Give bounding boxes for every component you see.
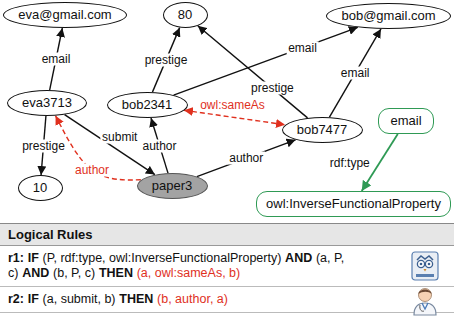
rule-id: r1: (8, 251, 24, 265)
node-text: bob@gmail.com (341, 8, 435, 24)
owl-icon (410, 250, 440, 282)
edge-label: rdf:type (328, 156, 372, 169)
relation-arrow (198, 26, 308, 118)
keyword: IF (28, 251, 39, 265)
property-box: email (378, 108, 434, 134)
edge-label-layer: email prestige email prestige email prestige s… (0, 0, 454, 222)
entity-ellipse: eva3713 (7, 90, 87, 116)
node-text: bob2341 (122, 97, 173, 113)
keyword: THEN (99, 266, 133, 280)
relation-arrow (56, 116, 141, 180)
edge-label: prestige (249, 82, 296, 95)
inferred-triple: (a, owl:sameAs, b) (137, 266, 241, 280)
node-text: paper3 (152, 178, 192, 194)
node-text: eva@gmail.com (18, 7, 111, 23)
value-ellipse: 10 (18, 175, 63, 201)
node-text: eva3713 (22, 95, 72, 111)
rules-panel: Logical Rules r1: IF (P, rdf:type, owl:Inv… (0, 223, 454, 333)
keyword: THEN (119, 292, 153, 306)
edge-label: email (286, 41, 319, 54)
rule-id: r2: (8, 292, 24, 306)
edge-label: submit (100, 130, 139, 143)
relation-arrow (197, 140, 296, 177)
rules-header: Logical Rules (0, 224, 454, 246)
edge-label: author (227, 152, 265, 165)
edge-label: author (73, 164, 111, 177)
rule-row: r2: IF (a, submit, b)THEN (b, author, a) (0, 287, 454, 313)
panel-heading: Logical Rules (8, 227, 93, 242)
keyword: IF (28, 292, 39, 306)
triple: (P, rdf:type, owl:InverseFunctionalPrope… (43, 251, 282, 265)
node-text: 10 (33, 180, 47, 196)
edge-label: email (40, 53, 73, 66)
node-text: bob7477 (297, 122, 348, 138)
keyword: AND (22, 266, 49, 280)
value-ellipse: eva@gmail.com (3, 2, 127, 28)
edge-label: owl:sameAs (198, 98, 267, 111)
node-text: 80 (178, 7, 192, 23)
relation-arrow (184, 110, 285, 124)
triple: (b, P, c) (53, 266, 95, 280)
value-ellipse: bob@gmail.com (326, 3, 451, 29)
triple: (a, submit, b) (43, 292, 116, 306)
paper-node: paper3 (137, 173, 208, 199)
keyword: AND (285, 251, 312, 265)
node-text: owl:InverseFunctionalProperty (266, 196, 441, 212)
edge-label: author (140, 139, 178, 152)
inferred-triple: (b, author, a) (157, 292, 228, 306)
edge-label: email (339, 67, 372, 80)
entity-ellipse: bob2341 (107, 92, 188, 118)
value-ellipse: 80 (163, 2, 208, 28)
rule-row: r1: IF (P, rdf:type, owl:InverseFunctional… (0, 246, 454, 287)
entity-ellipse: bob7477 (282, 117, 363, 143)
node-text: email (390, 113, 421, 129)
edge-label: prestige (143, 53, 190, 66)
class-box: owl:InverseFunctionalProperty (256, 191, 451, 217)
edge-label: prestige (20, 139, 67, 152)
person-icon (410, 284, 440, 316)
relation-arrow (329, 29, 381, 117)
graph-stage: eva@gmail.com 80 bob@gmail.com eva3713 bob23… (0, 0, 454, 222)
relation-arrow (174, 27, 358, 95)
